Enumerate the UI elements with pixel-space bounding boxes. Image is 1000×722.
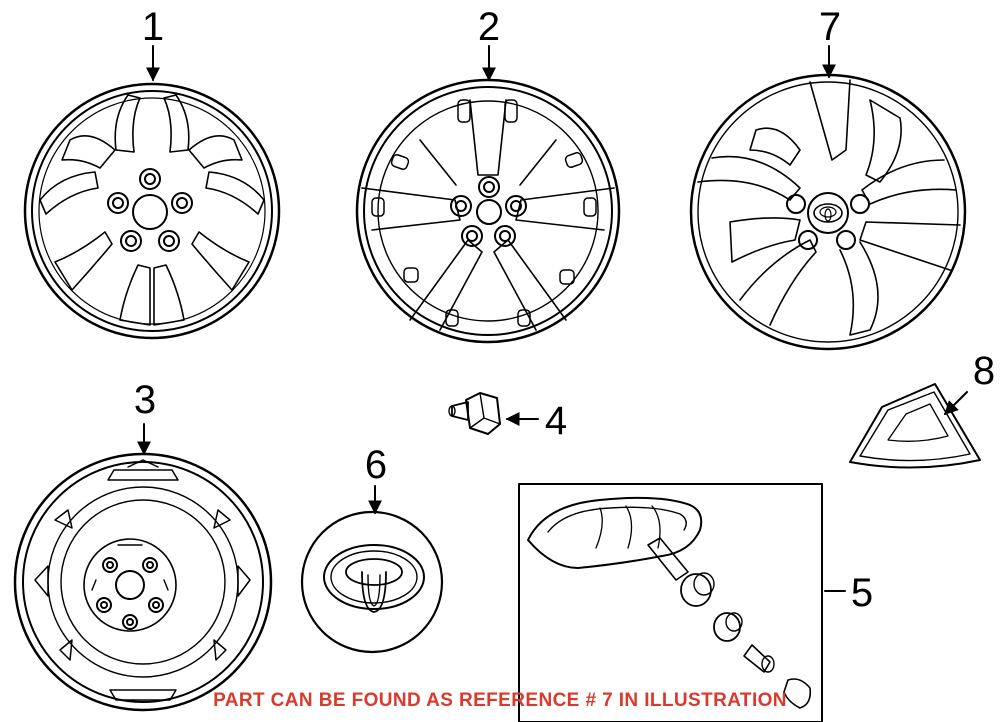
spare-wheel-3[interactable] xyxy=(13,452,273,712)
callout-1: 1 xyxy=(142,5,164,49)
tpms-detail-box xyxy=(518,483,823,722)
wheel-cover-7[interactable] xyxy=(689,73,967,351)
alloy-wheel-1[interactable] xyxy=(23,82,281,340)
callout-2: 2 xyxy=(478,5,500,49)
callout-5: 5 xyxy=(851,571,873,615)
alloy-wheel-2[interactable] xyxy=(355,78,621,344)
reference-note: PART CAN BE FOUND AS REFERENCE # 7 IN IL… xyxy=(213,690,787,711)
leader-8 xyxy=(944,391,968,415)
callout-8: 8 xyxy=(973,349,995,393)
ornament-8[interactable] xyxy=(849,383,981,469)
callout-4: 4 xyxy=(545,399,567,443)
callout-6: 6 xyxy=(365,443,387,487)
tpms-sensor-5[interactable] xyxy=(527,496,812,709)
lug-nut-4[interactable] xyxy=(448,392,501,435)
center-cap-6[interactable] xyxy=(300,510,444,654)
callout-3: 3 xyxy=(134,378,156,422)
callout-7: 7 xyxy=(819,5,841,49)
